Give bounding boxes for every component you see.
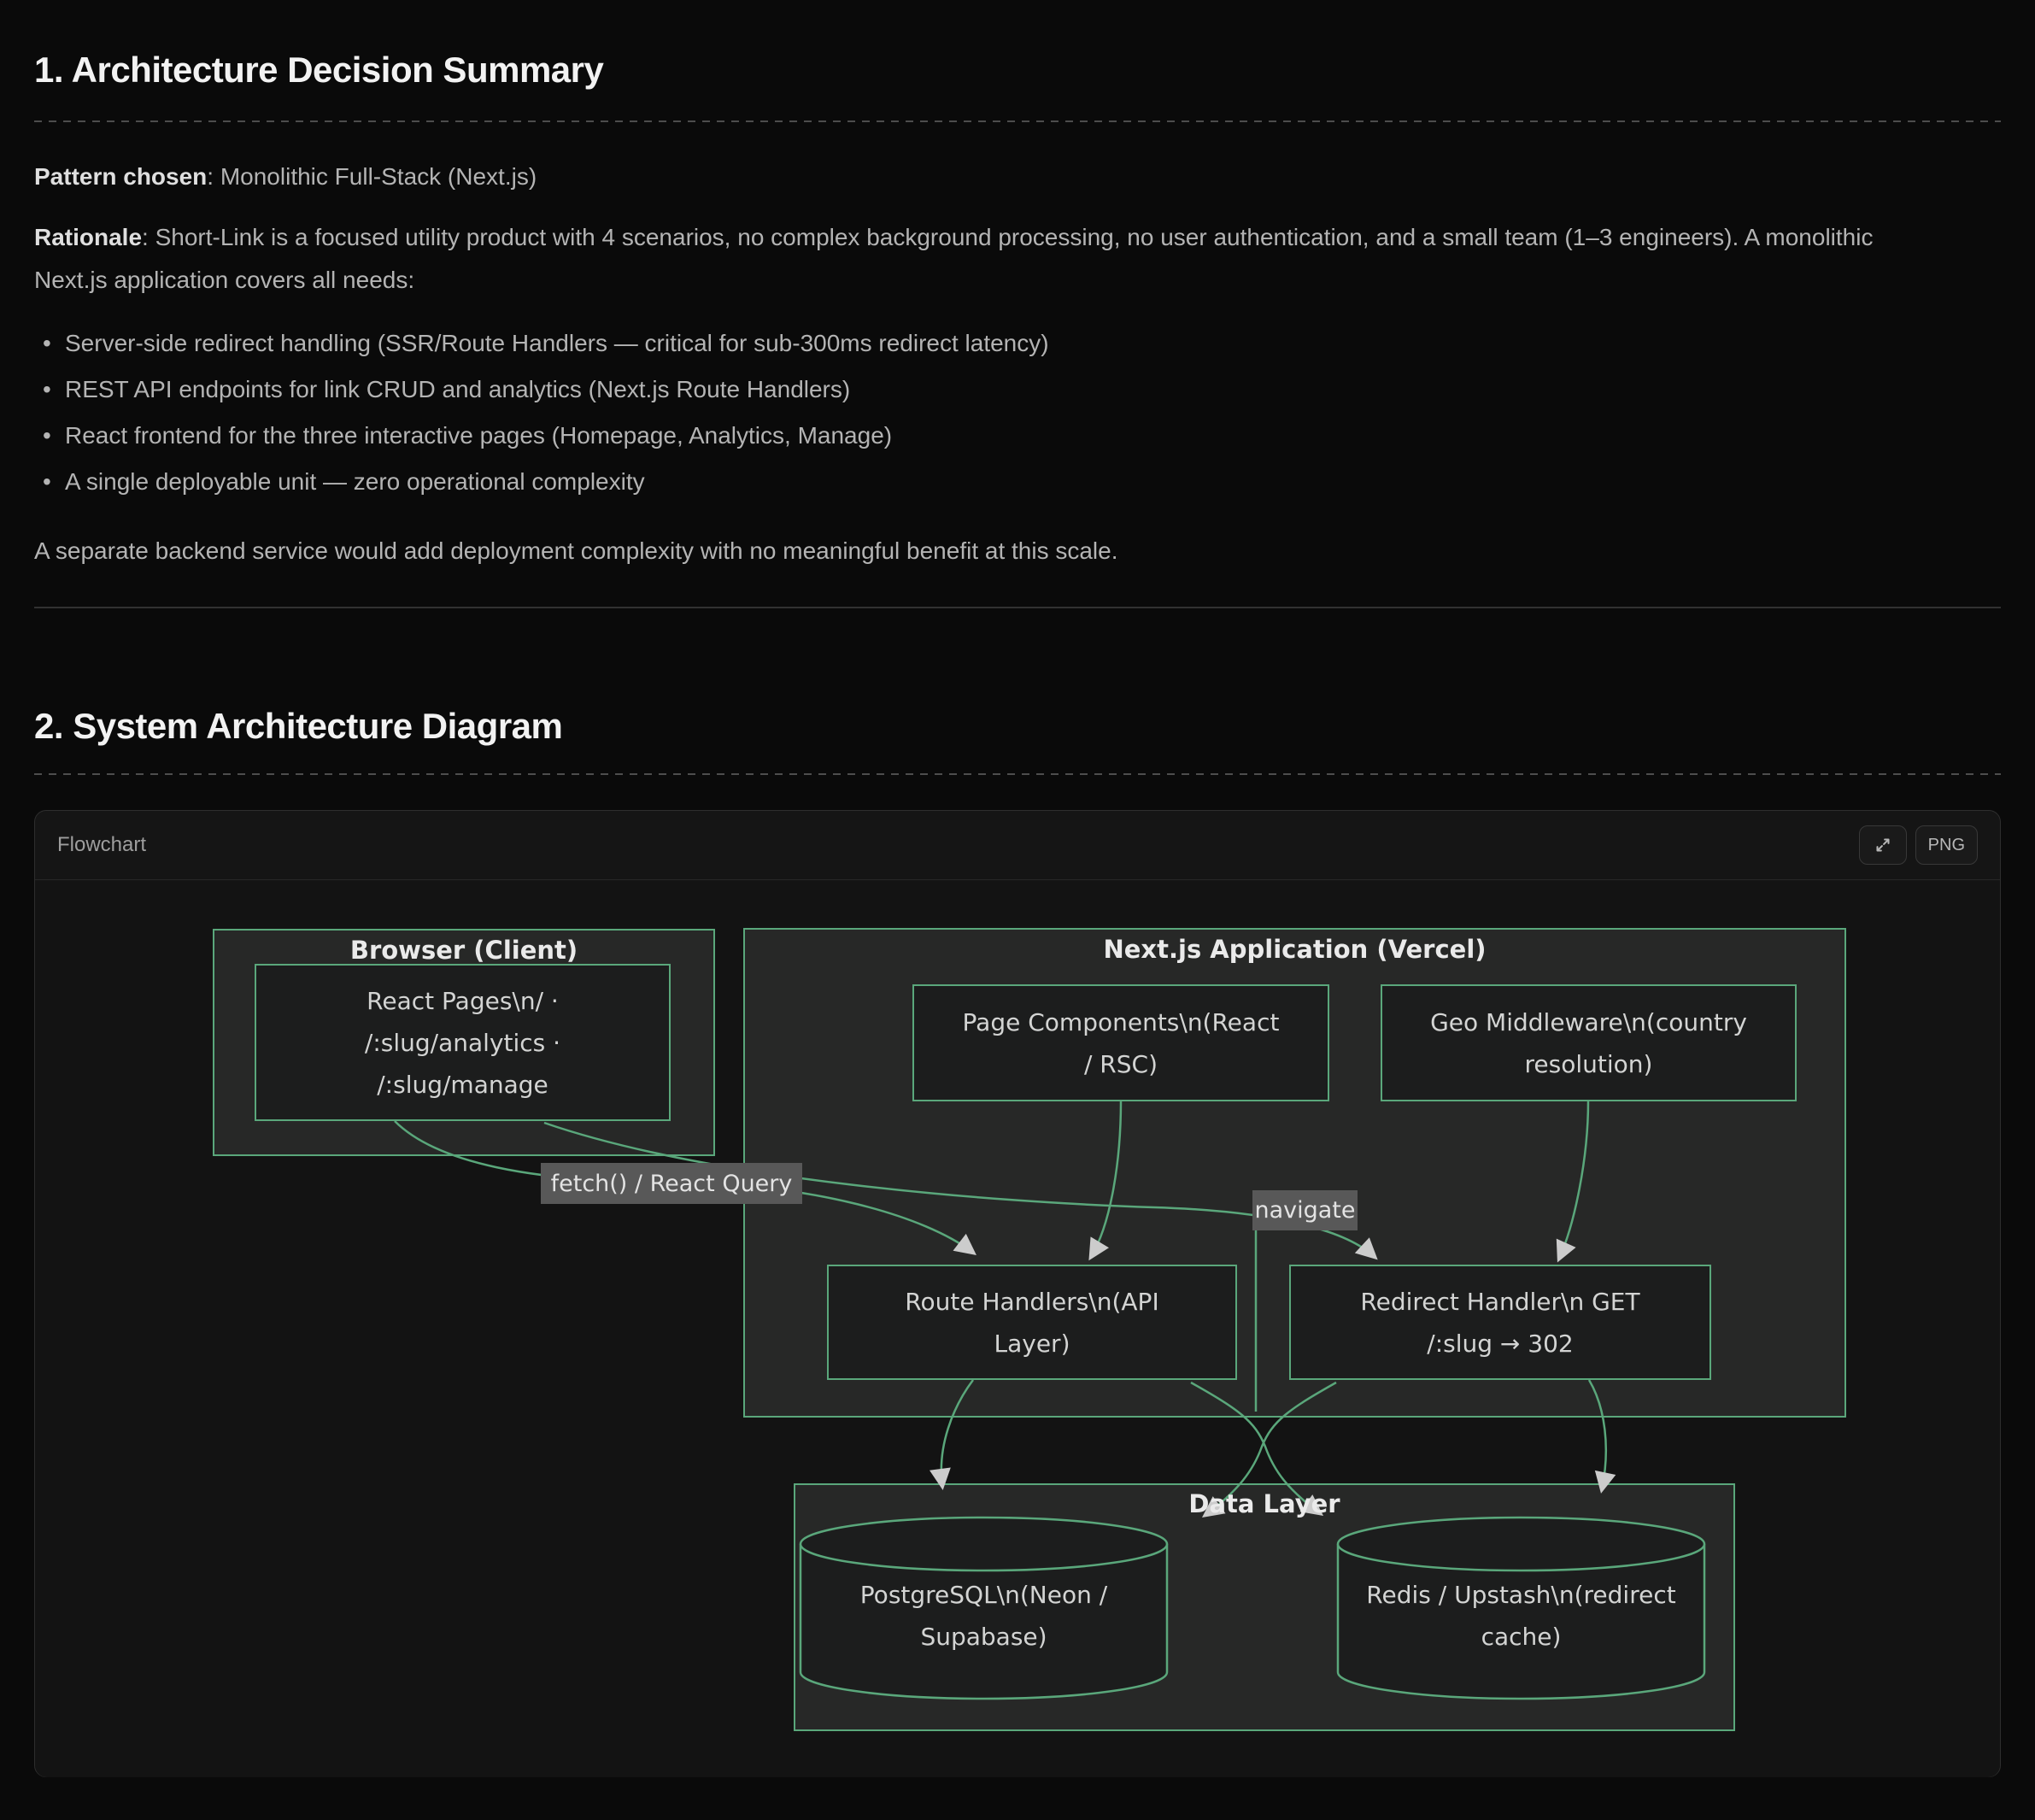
pattern-chosen-line: Pattern chosen: Monolithic Full-Stack (N… (34, 157, 2001, 197)
node-text-line: Geo Middleware\n(country (1430, 1007, 1747, 1036)
node-geo-middleware: Geo Middleware\n(country resolution) (1381, 984, 1797, 1101)
node-text-line: / RSC) (1083, 1049, 1158, 1078)
list-item: Server-side redirect handling (SSR/Route… (34, 320, 2001, 367)
node-route-handlers: Route Handlers\n(API Layer) (827, 1265, 1237, 1380)
node-text-line: Redis / Upstash\n(redirect (1366, 1581, 1676, 1609)
panel-actions: PNG (1858, 825, 1978, 865)
node-redirect-handler: Redirect Handler\n GET /:slug → 302 (1289, 1265, 1711, 1380)
node-text-line: Page Components\n(React (962, 1007, 1280, 1036)
edge-redirecthandler-postgres (1201, 1381, 1337, 1518)
edge-routehandlers-postgres (930, 1379, 975, 1490)
flowchart-panel: Flowchart PNG (34, 810, 2001, 1777)
list-item: React frontend for the three interactive… (34, 413, 2001, 459)
redis-cylinder-top (1336, 1516, 1706, 1572)
closing-paragraph: A separate backend service would add dep… (34, 537, 1118, 564)
node-text-line: Layer) (994, 1329, 1070, 1358)
node-text-line: Redirect Handler\n GET (1360, 1287, 1640, 1316)
node-text-line: Route Handlers\n(API (905, 1287, 1159, 1316)
postgres-cylinder (799, 1544, 1169, 1700)
flowchart-canvas: Browser (Client) Next.js Application (Ve… (35, 881, 2000, 1777)
node-text-line: /:slug → 302 (1427, 1329, 1574, 1358)
expand-button[interactable] (1858, 825, 1907, 865)
postgres-cylinder-top (799, 1516, 1169, 1572)
divider-dashed-1 (34, 120, 2001, 122)
edge-label-fetch: fetch() / React Query (541, 1163, 802, 1204)
edge-geomiddleware-redirecthandler (1556, 1101, 1590, 1263)
flowchart-edges (394, 1101, 1706, 1700)
node-text-line: resolution) (1524, 1049, 1653, 1078)
pattern-chosen-value: : Monolithic Full-Stack (Next.js) (207, 163, 537, 190)
node-react-pages: React Pages\n/ · /:slug/analytics · /:sl… (255, 964, 671, 1121)
rationale-bullet-list: Server-side redirect handling (SSR/Route… (34, 320, 2001, 505)
rationale-line1: : Short-Link is a focused utility produc… (142, 224, 1874, 250)
rationale-line2: Next.js application covers all needs: (34, 267, 415, 293)
node-text-line: React Pages\n/ · (367, 986, 559, 1015)
edge-routehandlers-redis (1190, 1381, 1324, 1516)
png-export-button[interactable]: PNG (1915, 825, 1978, 865)
edge-label-navigate: navigate (1252, 1190, 1358, 1230)
list-item: A single deployable unit — zero operatio… (34, 459, 2001, 505)
edge-pagecomponents-routehandlers (1088, 1101, 1123, 1261)
node-text-line: Supabase) (920, 1623, 1047, 1651)
rationale-paragraph: Rationale: Short-Link is a focused utili… (34, 216, 2001, 302)
cluster-label-data-layer: Data Layer (1188, 1489, 1340, 1518)
section-divider (34, 607, 2001, 608)
section2-heading: 2. System Architecture Diagram (34, 706, 563, 746)
list-item: REST API endpoints for link CRUD and ana… (34, 367, 2001, 413)
node-text-line: /:slug/manage (377, 1070, 548, 1099)
cluster-label-nextjs: Next.js Application (Vercel) (1103, 935, 1487, 964)
redis-cylinder (1336, 1544, 1706, 1700)
node-redis: Redis / Upstash\n(redirect cache) (1338, 1569, 1704, 1663)
node-page-components: Page Components\n(React / RSC) (912, 984, 1329, 1101)
section1-heading: 1. Architecture Decision Summary (34, 50, 604, 90)
panel-title: Flowchart (57, 833, 147, 856)
divider-dashed-2 (34, 773, 2001, 775)
flowchart-panel-header: Flowchart PNG (35, 811, 2000, 880)
rationale-label: Rationale (34, 224, 143, 250)
node-postgresql: PostgreSQL\n(Neon / Supabase) (801, 1569, 1167, 1663)
pattern-chosen-label: Pattern chosen (34, 163, 208, 190)
edge-redirecthandler-redis (1587, 1379, 1616, 1494)
node-text-line: cache) (1481, 1623, 1562, 1651)
cluster-label-browser: Browser (Client) (349, 936, 578, 965)
expand-icon (1872, 834, 1894, 856)
node-text-line: PostgreSQL\n(Neon / (859, 1581, 1108, 1609)
node-text-line: /:slug/analytics · (364, 1028, 561, 1057)
